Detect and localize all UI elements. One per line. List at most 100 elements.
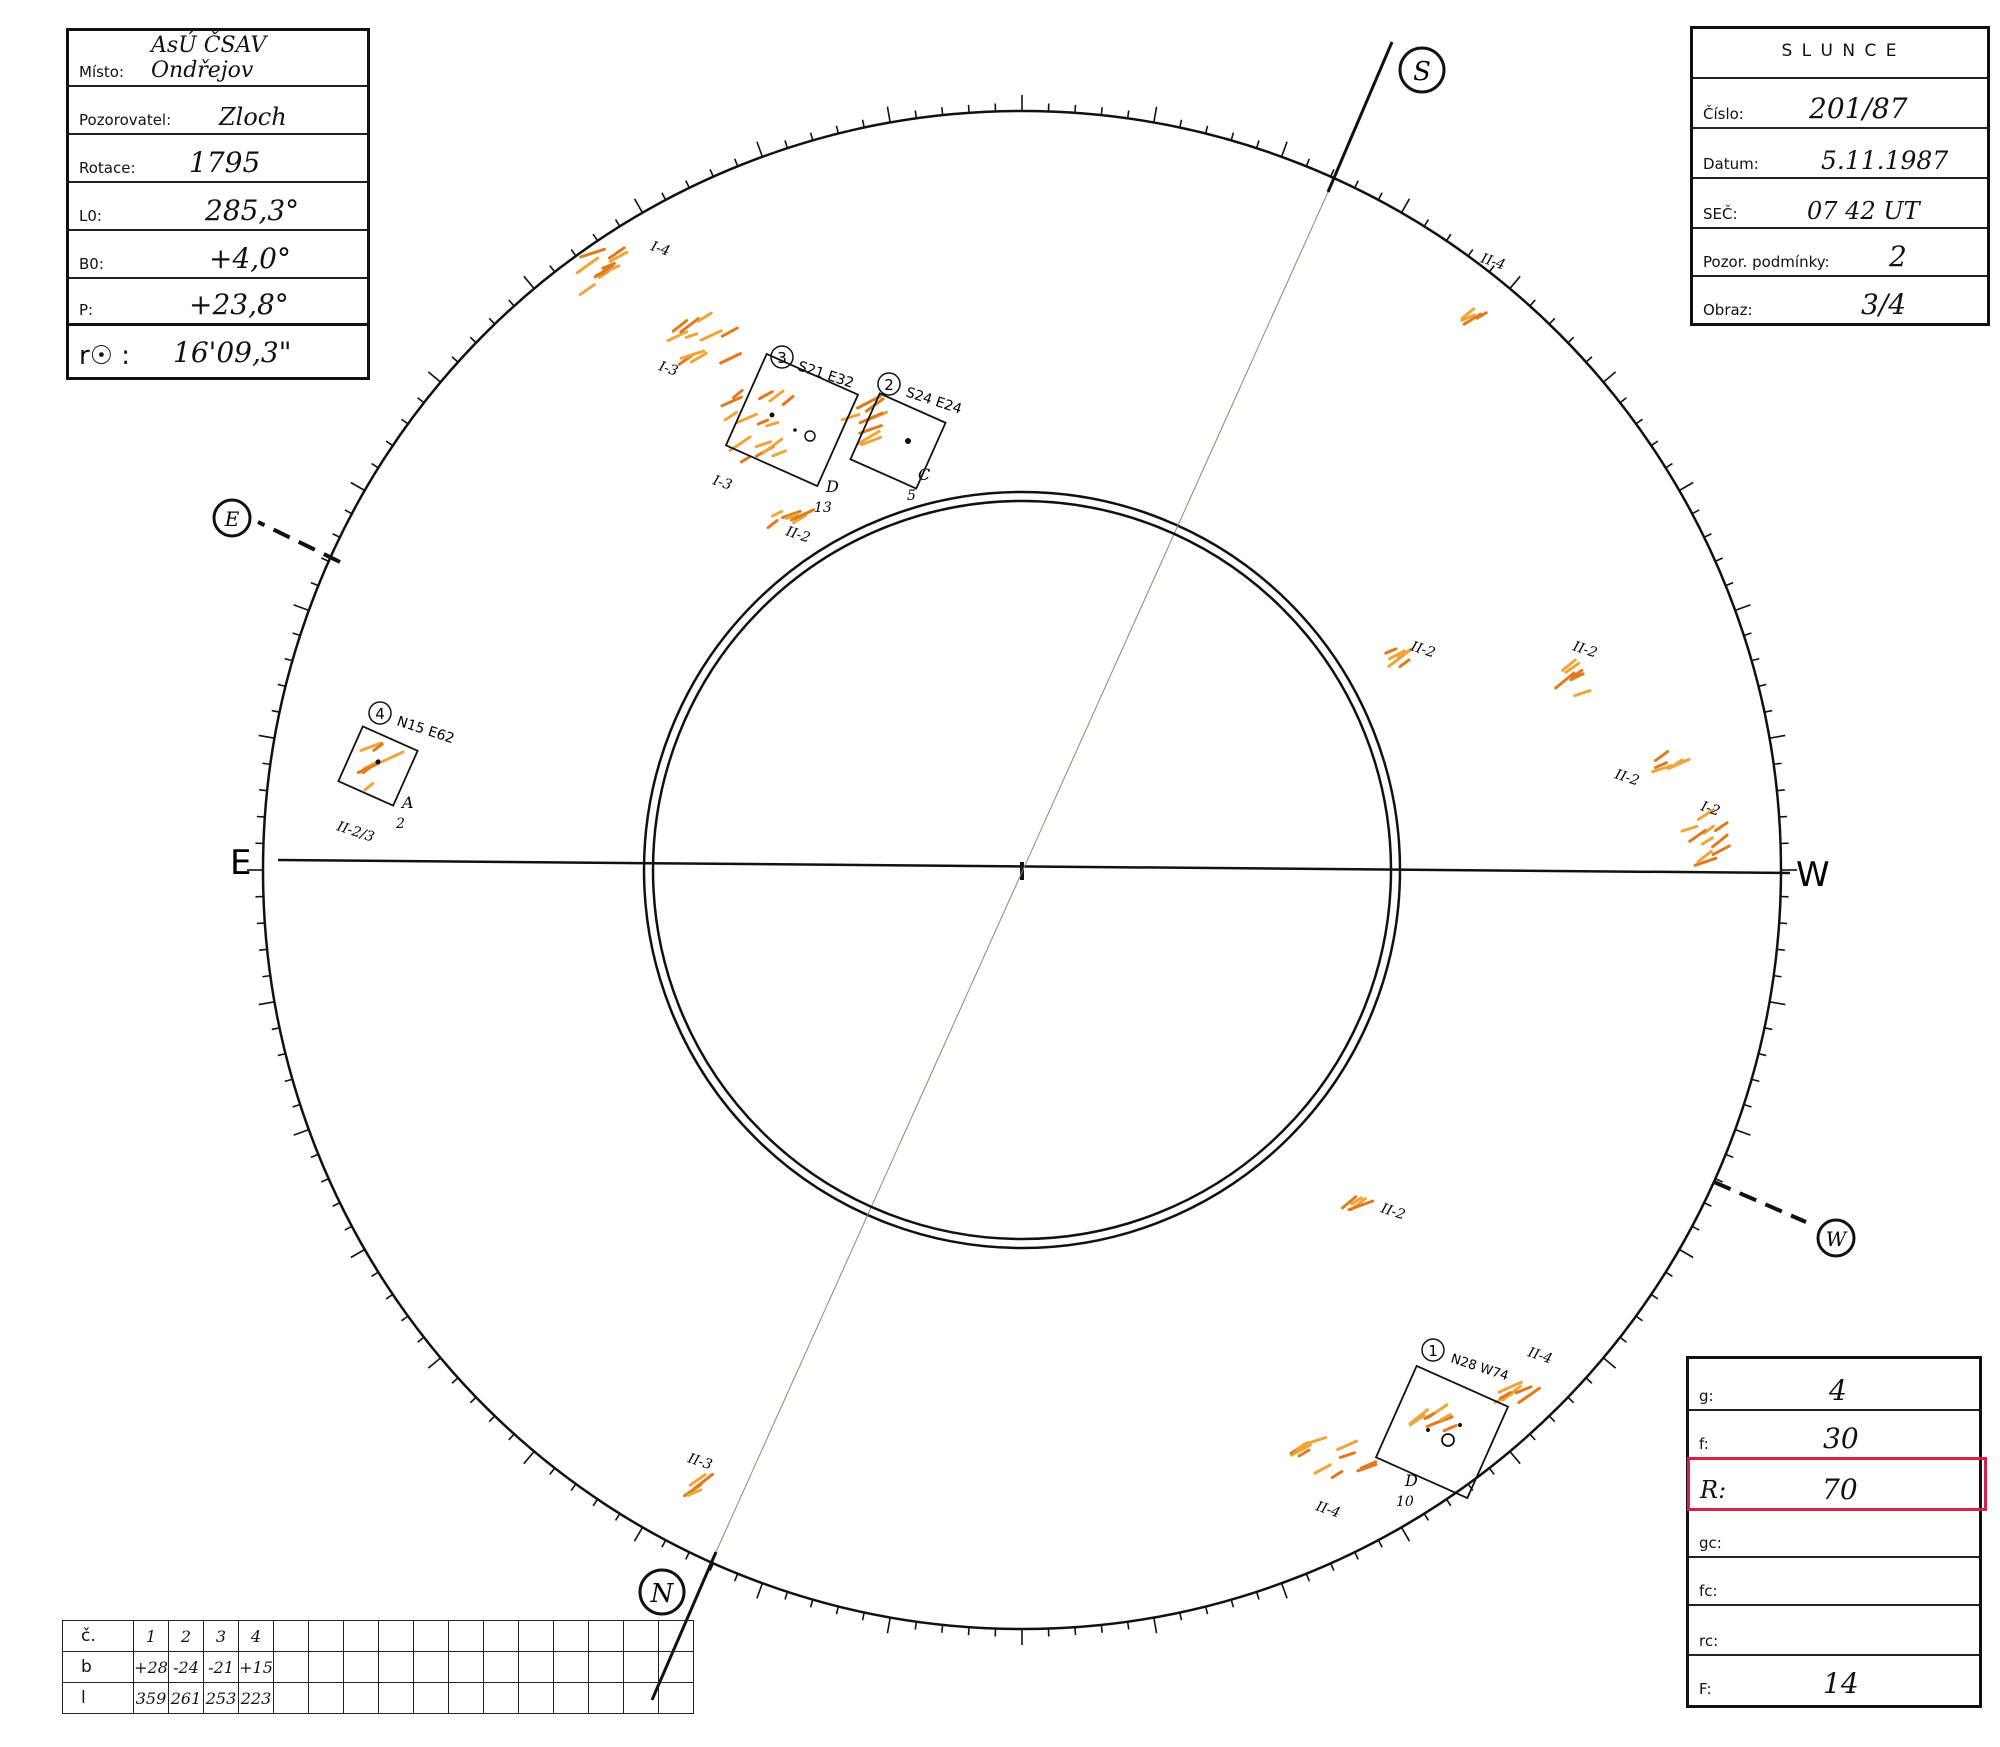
table-cell <box>308 1651 344 1683</box>
table-cell <box>553 1682 589 1714</box>
table-cell: +15 <box>238 1651 274 1683</box>
group-2-position: S24 E24 <box>904 385 964 418</box>
facula-stroke <box>579 247 606 259</box>
limb-tick <box>451 356 459 363</box>
facula-stroke <box>1688 828 1707 843</box>
limb-tick <box>1703 1202 1712 1207</box>
limb-tick <box>1100 107 1103 116</box>
limb-tick <box>1725 581 1734 587</box>
facula-stroke <box>1293 1443 1312 1455</box>
limb-tick <box>941 107 944 116</box>
facula-stroke <box>771 449 788 458</box>
facula-label: I-3 <box>656 358 680 379</box>
limb-tick <box>292 632 301 637</box>
facula-stroke <box>1313 1463 1332 1475</box>
facula-stroke <box>1356 1463 1378 1473</box>
limb-tick <box>1703 533 1712 538</box>
limb-tick <box>1567 1396 1575 1404</box>
facula-stroke <box>1338 1451 1356 1459</box>
facula-stroke <box>789 508 816 522</box>
limb-tick <box>784 140 789 149</box>
table-cell <box>343 1620 379 1652</box>
limb-tick <box>1204 125 1209 134</box>
facula-stroke <box>593 264 614 279</box>
limb-tick <box>262 762 271 766</box>
count-row-F: F: 14 <box>1689 1654 1979 1702</box>
table-cell <box>273 1620 309 1652</box>
limb-tick <box>1488 265 1495 273</box>
group-2-spot <box>905 438 911 444</box>
limb-tick <box>709 168 715 177</box>
r-value: 70 <box>1822 1473 1858 1506</box>
table-cell <box>553 1651 589 1683</box>
limb-tick <box>1423 219 1430 227</box>
number-label: Číslo: <box>1703 105 1744 123</box>
rotation-label: Rotace: <box>79 159 136 177</box>
facula-stroke <box>768 389 785 403</box>
limb-tick <box>417 1336 425 1343</box>
facula-label: I-2 <box>1698 798 1722 819</box>
table-cell <box>623 1651 659 1683</box>
facula-stroke <box>856 429 881 446</box>
facula-stroke <box>1297 1448 1311 1458</box>
facula-stroke <box>1654 761 1669 770</box>
table-cell <box>448 1682 484 1714</box>
facula-stroke <box>1711 833 1729 849</box>
limb-tick <box>835 1606 840 1615</box>
limb-tick <box>1354 1551 1359 1560</box>
south-marker-label: S <box>1413 57 1431 87</box>
group-2-number: 2 <box>884 376 894 394</box>
limb-tick <box>1400 198 1411 214</box>
image-value: 3/4 <box>1861 288 1907 321</box>
b0-label: B0: <box>79 255 104 273</box>
limb-tick <box>371 462 379 469</box>
place-value: AsÚ ČSAV Ondřejov <box>151 33 267 83</box>
limb-tick <box>1074 104 1077 113</box>
facula-stroke <box>761 437 784 455</box>
north-marker-label: N <box>650 1579 675 1609</box>
facula-stroke <box>1564 661 1581 674</box>
limb-tick <box>1153 106 1158 123</box>
table-cell: b <box>62 1651 134 1683</box>
facula-stroke <box>1693 856 1718 867</box>
south-marker-circle <box>1398 46 1446 94</box>
limb-tick <box>1179 1612 1183 1621</box>
limb-tick <box>508 299 515 307</box>
west-ecliptic-dash <box>1713 1180 1807 1224</box>
facula-stroke <box>1442 1424 1458 1433</box>
sun-card: S L U N C E Číslo: 201/87 Datum: 5.11.19… <box>1690 26 1990 326</box>
table-cell <box>623 1620 659 1652</box>
limb-tick <box>1715 1177 1724 1183</box>
facula-stroke <box>379 750 405 764</box>
group-4-number: 4 <box>375 705 385 723</box>
facula-stroke <box>770 509 784 518</box>
table-cell <box>588 1682 624 1714</box>
west-marker-label: W <box>1826 1227 1848 1251</box>
group-2-class: C <box>918 465 930 484</box>
limb-tick <box>1725 1153 1734 1159</box>
limb-tick <box>1548 1415 1556 1423</box>
facula-stroke <box>720 326 739 338</box>
limb-tick <box>1377 192 1383 201</box>
group-4-position: N15 E62 <box>395 714 456 748</box>
observer-value: Zloch <box>219 103 287 131</box>
p-label: P: <box>79 301 94 319</box>
limb-tick <box>1758 683 1767 688</box>
table-cell <box>658 1682 694 1714</box>
table-cell <box>483 1651 519 1683</box>
limb-tick <box>1619 1336 1627 1343</box>
facula-stroke <box>754 440 773 449</box>
table-cell <box>378 1620 414 1652</box>
count-row-g: g: 4 <box>1689 1359 1979 1411</box>
solar-limb-circle <box>261 109 1783 1631</box>
group-4-count: 2 <box>395 816 405 832</box>
group-1-number: 1 <box>1428 1342 1438 1360</box>
group-3-number: 3 <box>777 349 787 367</box>
table-cell <box>588 1651 624 1683</box>
limb-tick <box>350 1248 366 1259</box>
facula-stroke <box>689 351 708 364</box>
count-row-rc: rc: <box>1689 1604 1979 1656</box>
limb-tick <box>967 1627 970 1636</box>
limb-tick <box>271 709 280 713</box>
